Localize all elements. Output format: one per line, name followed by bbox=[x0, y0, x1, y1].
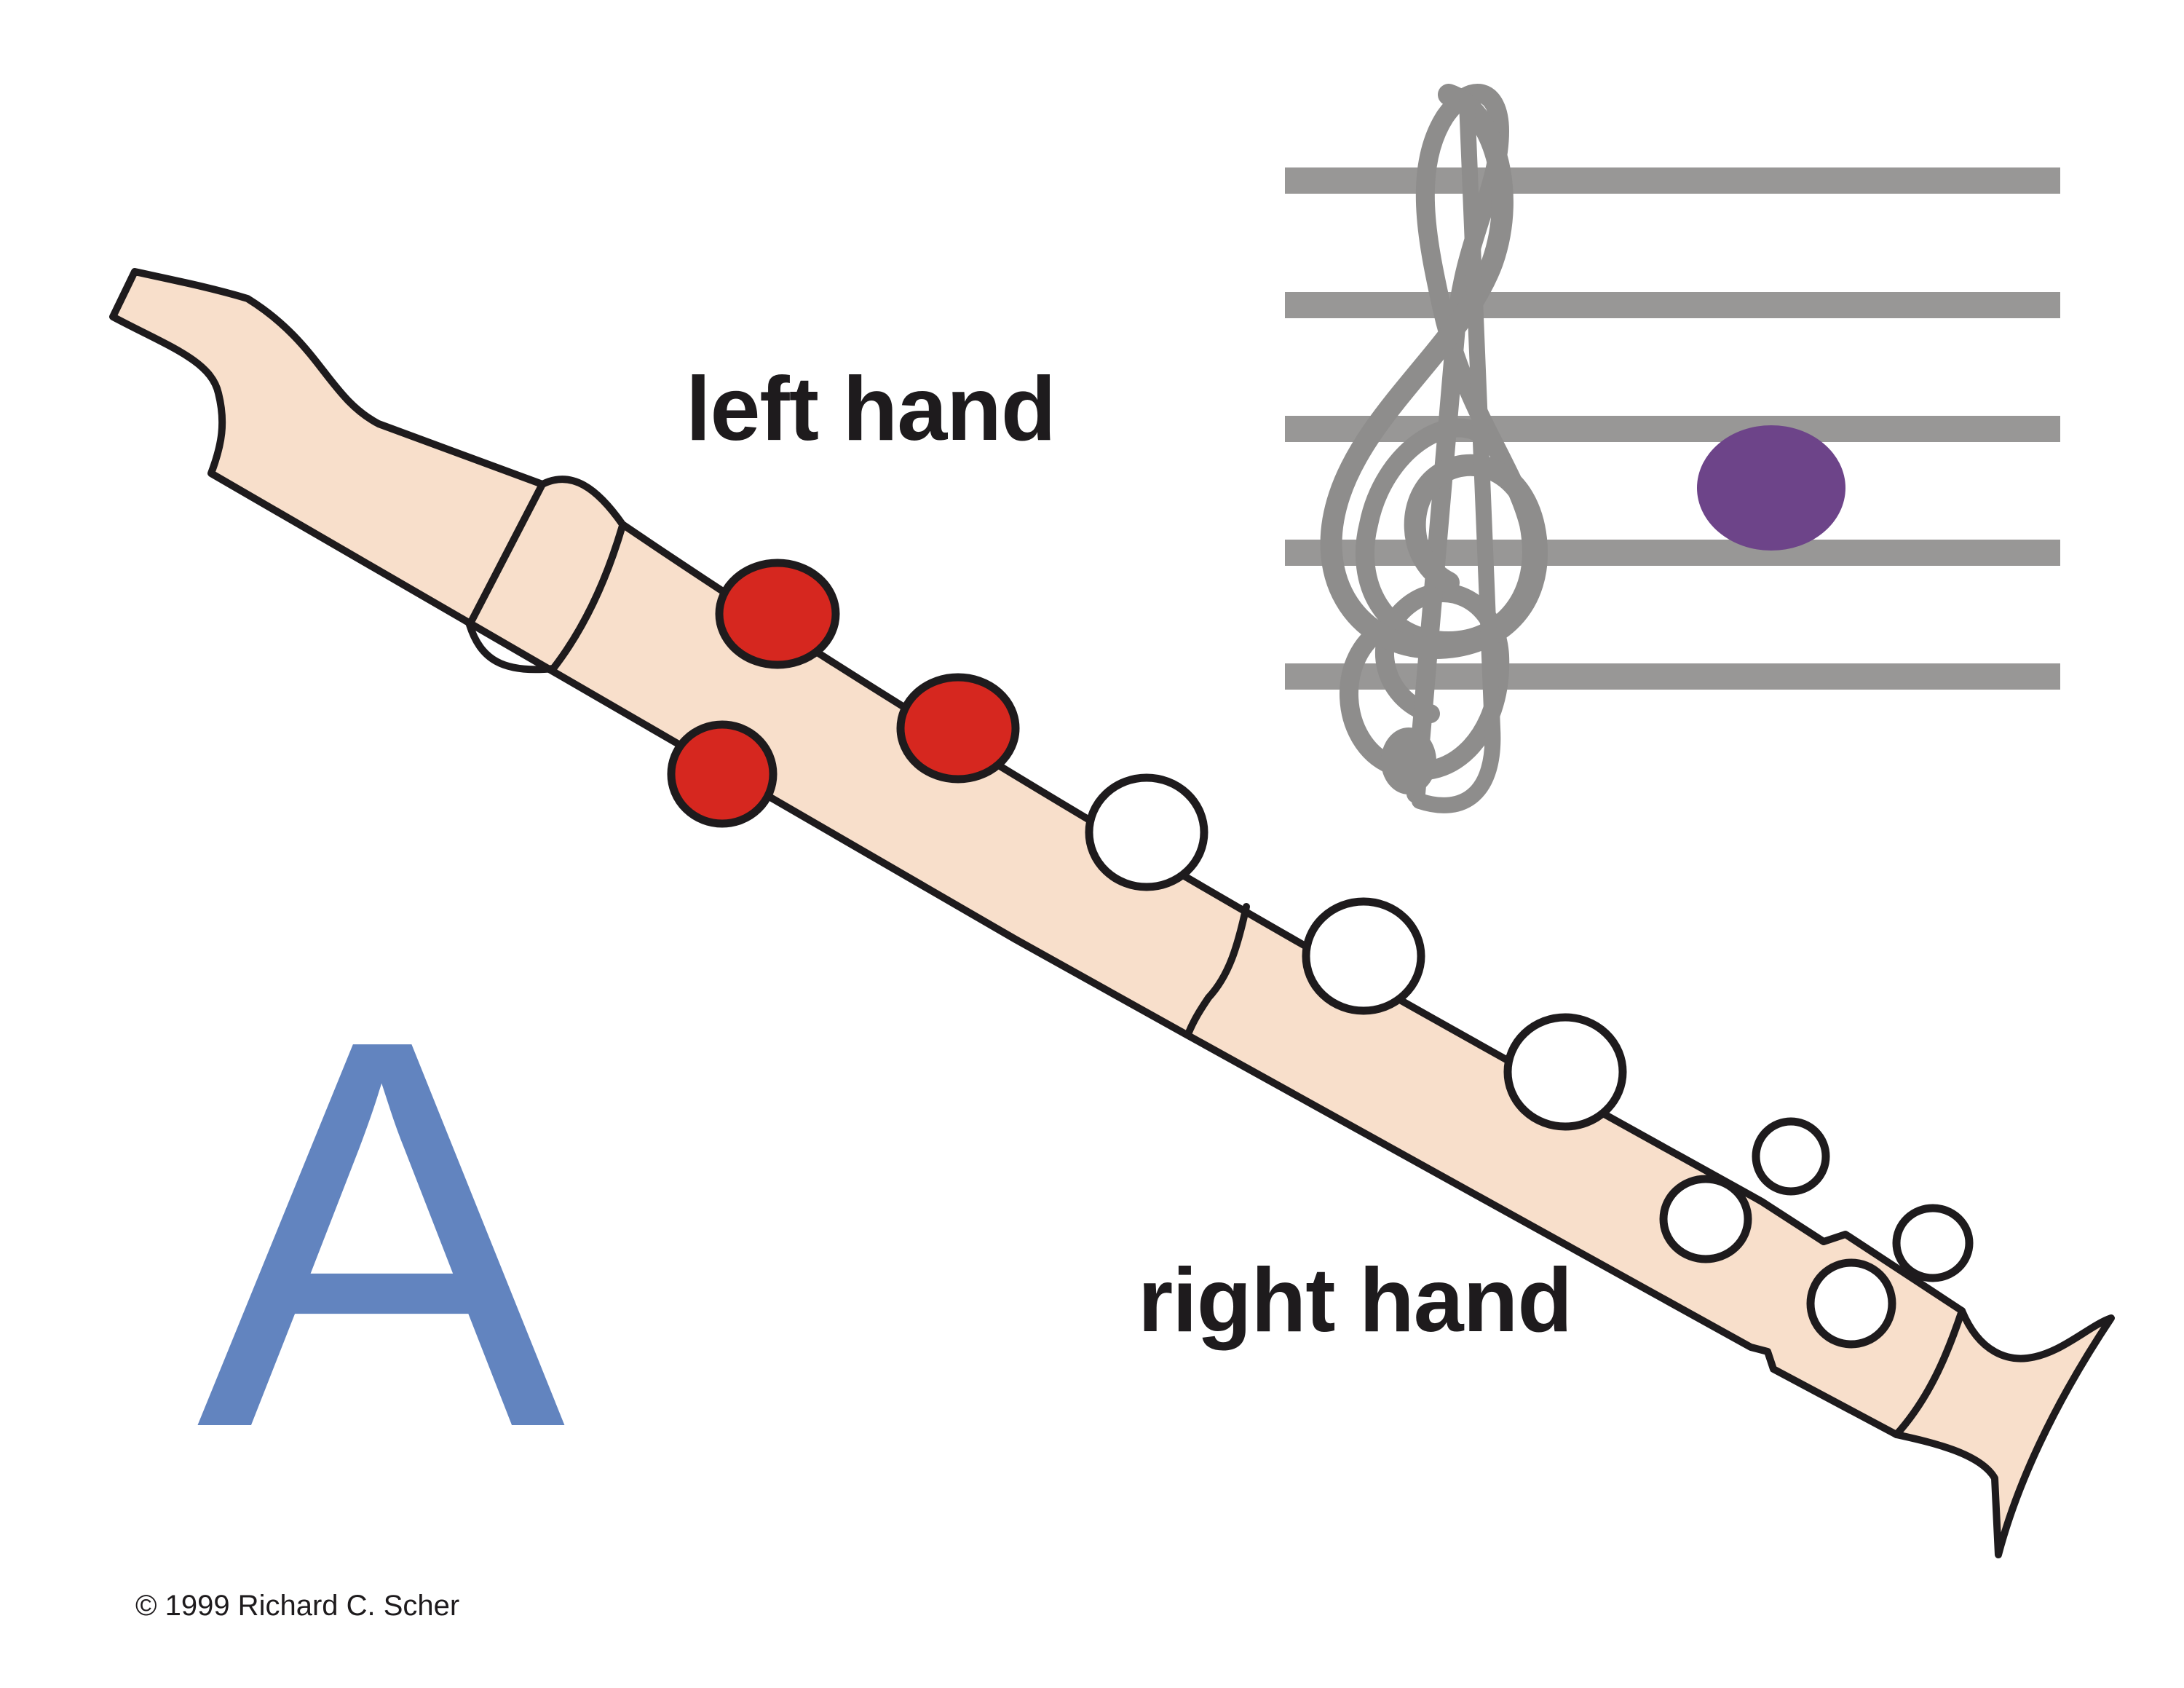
note-letter: A bbox=[197, 925, 566, 1543]
staff-line bbox=[1285, 416, 2060, 442]
thumb-hole bbox=[715, 559, 840, 669]
staff-line bbox=[1285, 167, 2060, 194]
finger-hole-2 bbox=[896, 673, 1020, 784]
finger-hole-1 bbox=[667, 720, 778, 828]
finger-hole-7a bbox=[1806, 1258, 1896, 1349]
recorder-body bbox=[109, 268, 2115, 1558]
right-hand-label: right hand bbox=[1138, 1250, 1572, 1351]
staff-line bbox=[1285, 540, 2060, 566]
joint-line bbox=[1893, 1307, 1966, 1438]
left-hand-label: left hand bbox=[686, 359, 1056, 460]
joint-line bbox=[1184, 903, 1250, 1038]
finger-hole-4 bbox=[1302, 897, 1425, 1015]
finger-hole-6b bbox=[1752, 1117, 1830, 1196]
clef-tail-dot bbox=[1381, 727, 1436, 794]
note-head bbox=[1697, 425, 1845, 551]
finger-hole-7b bbox=[1892, 1204, 1974, 1282]
staff-line bbox=[1285, 292, 2060, 318]
finger-hole-3 bbox=[1085, 773, 1208, 891]
copyright-notice: © 1999 Richard C. Scher bbox=[135, 1590, 460, 1622]
finger-hole-6a bbox=[1659, 1175, 1752, 1263]
finger-hole-5 bbox=[1503, 1013, 1627, 1131]
music-staff bbox=[1285, 167, 2060, 690]
staff-line bbox=[1285, 663, 2060, 690]
treble-clef-icon bbox=[1320, 84, 1548, 813]
joint-line bbox=[466, 481, 626, 674]
recorder bbox=[109, 268, 2115, 1558]
